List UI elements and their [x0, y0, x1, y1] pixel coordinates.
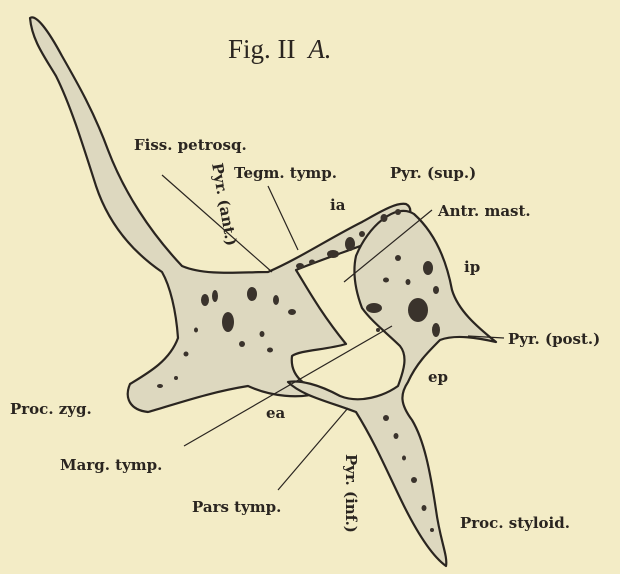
squama-pore	[212, 290, 218, 302]
styloid-pore	[430, 528, 434, 532]
mastoid-pore	[406, 279, 411, 285]
mastoid-pore	[366, 303, 382, 313]
label-ea: ea	[266, 404, 286, 422]
label-antr-mast: Antr. mast.	[437, 202, 531, 220]
squama-pore	[247, 287, 257, 301]
figure-title-letter: A.	[306, 34, 331, 64]
squama-pore	[273, 295, 279, 305]
leader-tegm-tymp	[268, 186, 298, 250]
squama-pore	[174, 376, 178, 380]
squama-pore	[201, 294, 209, 306]
mastoid-pore	[383, 278, 389, 283]
label-fiss-petrosq: Fiss. petrosq.	[134, 136, 247, 154]
label-proc-styloid: Proc. styloid.	[460, 514, 570, 532]
mastoid-pore	[376, 328, 380, 332]
squama-pore	[239, 341, 245, 347]
mastoid-pore	[423, 261, 433, 275]
tegmen-pore	[395, 209, 401, 215]
tegmen-pore	[345, 237, 355, 251]
label-ep: ep	[428, 368, 448, 386]
label-ia: ia	[330, 196, 346, 214]
label-pyr-post: Pyr. (post.)	[508, 330, 600, 348]
styloid-pore	[383, 415, 389, 421]
styloid-pore	[422, 505, 427, 511]
mastoid-pore	[395, 255, 401, 261]
tegmen-pore	[381, 214, 388, 222]
mastoid-pore	[433, 286, 439, 294]
label-marg-tymp: Marg. tymp.	[60, 456, 162, 474]
tegmen-pore	[327, 250, 339, 258]
tegmen-pore	[296, 263, 304, 269]
squama-pore	[194, 328, 198, 333]
squama-pore	[222, 312, 234, 332]
squama-pore	[184, 352, 189, 357]
squama-pore	[288, 309, 296, 315]
styloid-pore	[411, 477, 417, 483]
label-pyr-sup: Pyr. (sup.)	[390, 164, 476, 182]
squama-pore	[157, 384, 163, 388]
figure-title: Fig. II A.	[228, 34, 332, 64]
label-pars-tymp: Pars tymp.	[192, 498, 281, 516]
tegmen-pore	[309, 260, 315, 265]
label-tegm-tymp: Tegm. tymp.	[234, 164, 337, 182]
label-pyr-inf: Pyr. (inf.)	[342, 454, 360, 533]
figure-title-main: Fig. II	[228, 34, 296, 64]
leader-pars-tymp	[278, 408, 348, 490]
mastoid-pore	[432, 323, 440, 337]
styloid-pore	[394, 433, 399, 439]
label-proc-zyg: Proc. zyg.	[10, 400, 92, 418]
mastoid-pore	[408, 298, 428, 322]
squama-pore	[260, 331, 265, 337]
styloid-pore	[402, 456, 406, 461]
tegmen-pore	[359, 231, 365, 237]
squama-pore	[267, 348, 273, 353]
label-ip: ip	[464, 258, 480, 276]
